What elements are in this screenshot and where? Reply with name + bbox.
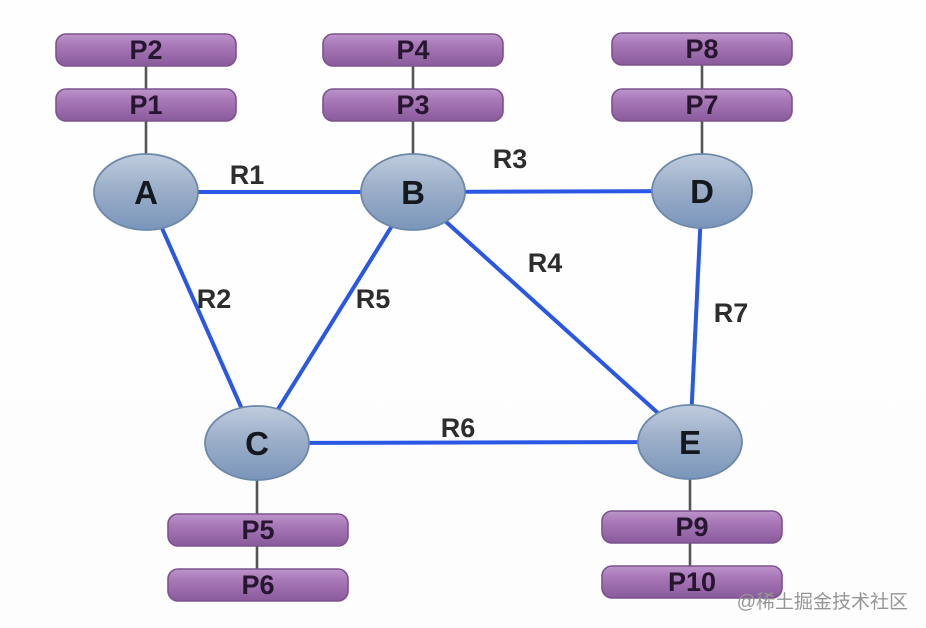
ports-layer: P2 P1 P4 P3 P8 P7 P5 P6 — [55, 32, 793, 602]
node-B-label: B — [401, 174, 425, 211]
port-P8-label: P8 — [685, 34, 718, 64]
port-P10: P10 — [601, 565, 783, 599]
link-R2-label: R2 — [197, 284, 232, 314]
node-D: D — [651, 153, 753, 229]
connectors-layer — [144, 65, 704, 571]
port-P3-label: P3 — [396, 90, 429, 120]
node-E: E — [637, 404, 743, 480]
link-R4-label: R4 — [528, 248, 563, 278]
link-R1-label: R1 — [230, 160, 265, 190]
port-P6-label: P6 — [241, 570, 274, 600]
port-P1-shape — [55, 88, 237, 122]
link-R6-label: R6 — [441, 413, 476, 443]
nodes-layer: A B D C E — [93, 153, 753, 481]
port-P10-label: P10 — [668, 567, 716, 597]
link-R6 — [255, 440, 692, 445]
node-E-label: E — [679, 424, 701, 461]
link-R7 — [688, 189, 704, 444]
link-labels-layer: R1 R2 R3 R4 R5 R6 R7 — [197, 144, 749, 443]
port-P5-shape — [167, 513, 349, 547]
port-P8-shape — [611, 32, 793, 66]
link-R5 — [255, 190, 415, 445]
port-P4: P4 — [322, 33, 504, 67]
node-A-shape — [93, 153, 199, 231]
link-R4 — [411, 190, 692, 444]
port-P2-label: P2 — [129, 35, 162, 65]
port-P2-shape — [55, 33, 237, 67]
port-P3: P3 — [322, 88, 504, 122]
node-A: A — [93, 153, 199, 231]
node-C: C — [204, 405, 310, 481]
port-P6: P6 — [167, 568, 349, 602]
watermark: @稀土掘金技术社区 — [737, 591, 908, 613]
port-P9-shape — [601, 510, 783, 544]
port-P7-label: P7 — [685, 90, 718, 120]
port-P9: P9 — [601, 510, 783, 544]
link-R2 — [144, 190, 259, 445]
node-B: B — [360, 153, 466, 231]
node-C-label: C — [245, 425, 269, 462]
port-P2: P2 — [55, 33, 237, 67]
port-P7-shape — [611, 88, 793, 122]
port-P8: P8 — [611, 32, 793, 66]
link-R3-label: R3 — [493, 144, 528, 174]
port-P1-label: P1 — [129, 90, 162, 120]
link-R7-label: R7 — [714, 298, 749, 328]
port-P5-label: P5 — [241, 515, 274, 545]
port-P4-label: P4 — [396, 35, 429, 65]
port-P1: P1 — [55, 88, 237, 122]
node-A-label: A — [134, 174, 158, 211]
port-P7: P7 — [611, 88, 793, 122]
node-D-label: D — [690, 173, 714, 210]
port-P6-shape — [167, 568, 349, 602]
node-C-shape — [204, 405, 310, 481]
node-B-shape — [360, 153, 466, 231]
port-P4-shape — [322, 33, 504, 67]
link-R5-label: R5 — [356, 284, 391, 314]
port-P3-shape — [322, 88, 504, 122]
node-E-shape — [637, 404, 743, 480]
port-P10-shape — [601, 565, 783, 599]
node-D-shape — [651, 153, 753, 229]
port-P9-label: P9 — [675, 512, 708, 542]
port-P5: P5 — [167, 513, 349, 547]
